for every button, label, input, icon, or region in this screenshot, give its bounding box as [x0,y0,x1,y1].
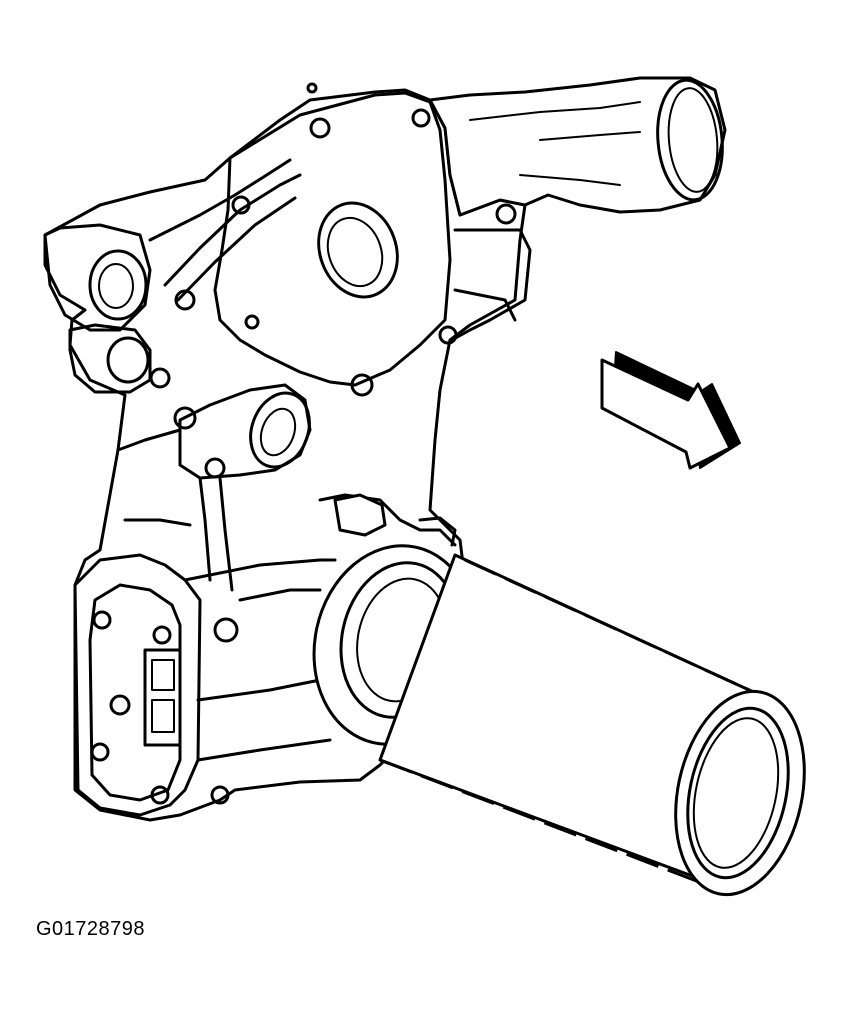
water-outlet-neck [428,76,727,217]
figure-id-label: G01728798 [36,918,146,940]
seal-installer-tool [378,553,806,897]
direction-arrow [600,351,741,470]
